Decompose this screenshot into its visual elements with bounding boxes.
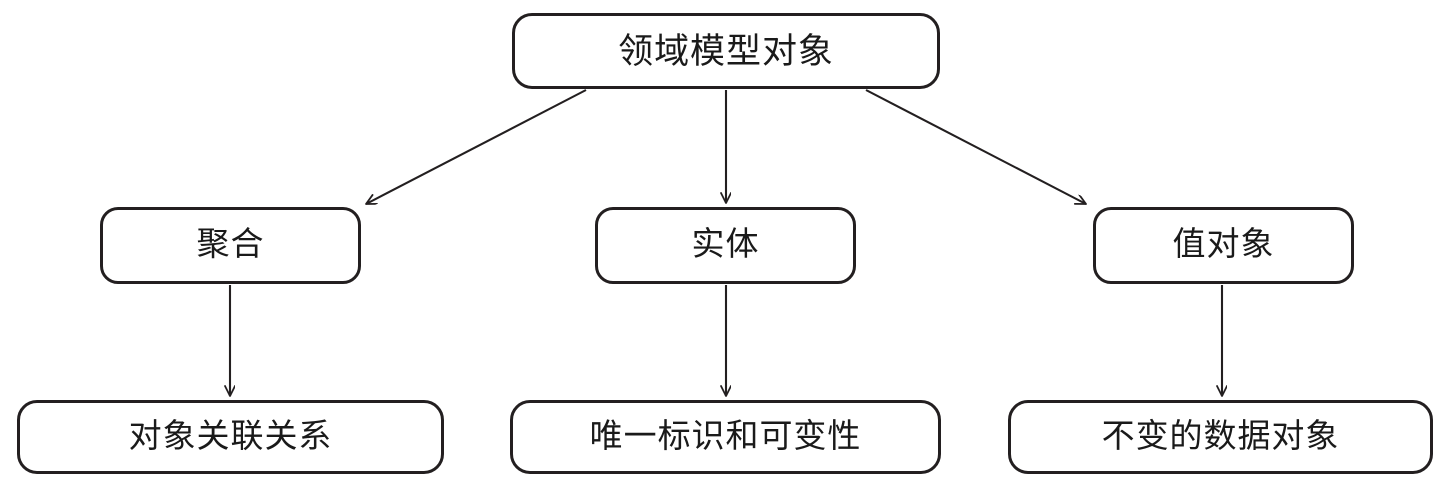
node-domain-model-object[interactable]: 领域模型对象	[512, 13, 940, 89]
node-unique-identity-mutability[interactable]: 唯一标识和可变性	[510, 400, 941, 474]
node-entity[interactable]: 实体	[595, 207, 856, 284]
node-object-association[interactable]: 对象关联关系	[17, 400, 444, 474]
node-label-object-association: 对象关联关系	[128, 418, 333, 455]
node-label-immutable-data-object: 不变的数据对象	[1101, 418, 1340, 455]
node-label-aggregate: 聚合	[196, 227, 265, 263]
node-value-object[interactable]: 值对象	[1093, 207, 1354, 284]
node-aggregate[interactable]: 聚合	[100, 207, 361, 284]
node-label-entity: 实体	[691, 227, 760, 263]
node-immutable-data-object[interactable]: 不变的数据对象	[1008, 400, 1433, 474]
node-label-value-object: 值对象	[1172, 227, 1275, 263]
node-label-unique-identity-mutability: 唯一标识和可变性	[589, 418, 862, 455]
edge-root-to-aggregate	[366, 89, 587, 205]
node-label-domain-model-object: 领域模型对象	[618, 31, 834, 71]
edge-root-to-value-object	[865, 89, 1086, 205]
